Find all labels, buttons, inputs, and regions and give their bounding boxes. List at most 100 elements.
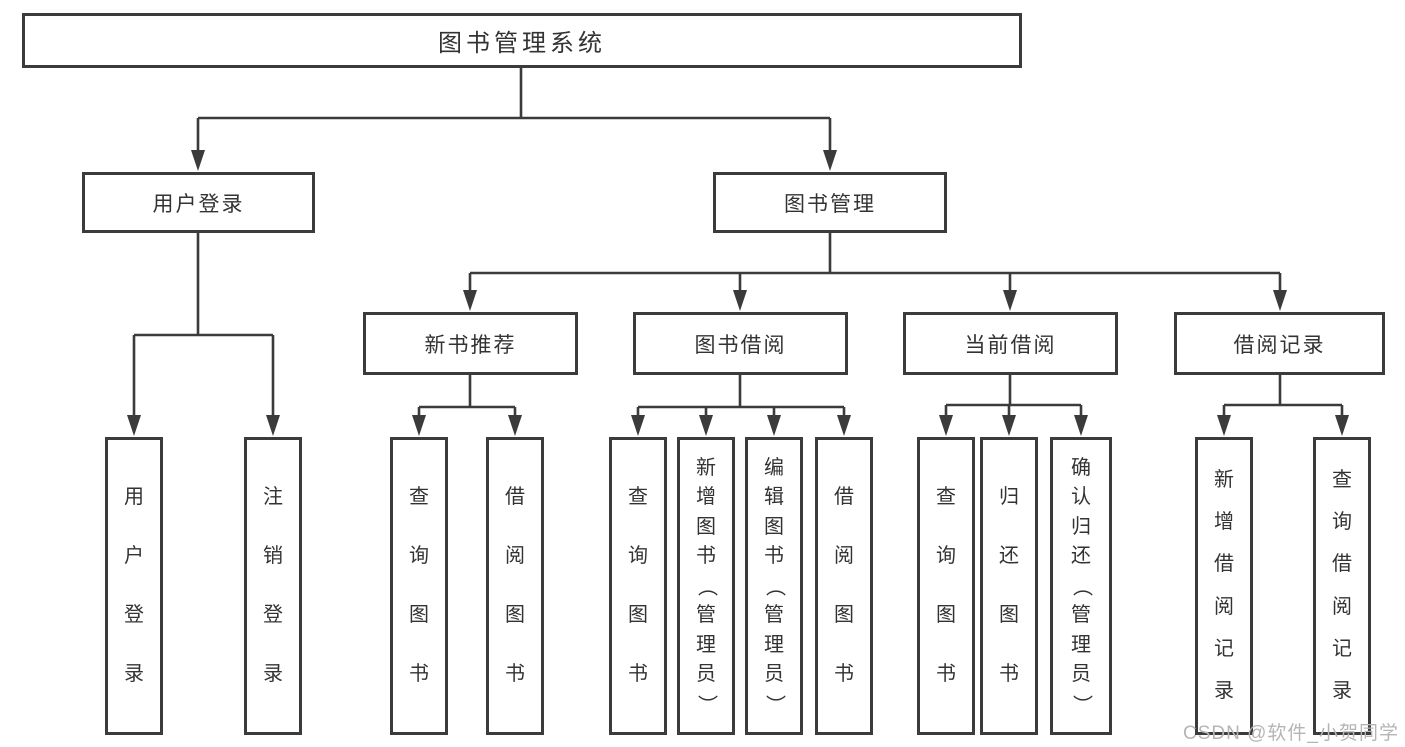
label-char: 管 xyxy=(764,604,784,626)
leaf-borrowing-query-books: 查询图书 xyxy=(609,437,667,735)
label-char: 还 xyxy=(999,545,1019,567)
label-char: 记 xyxy=(1214,637,1234,660)
leaf-borrowing-query-books-label: 查询图书 xyxy=(612,440,664,732)
label-char: （ xyxy=(763,576,786,596)
label-char: 借 xyxy=(505,486,525,508)
node-current-borrowing: 当前借阅 xyxy=(903,312,1118,375)
label-char: 认 xyxy=(1071,486,1091,508)
leaf-current-return-books-label: 归还图书 xyxy=(983,440,1035,732)
leaf-borrowing-borrow-books-label: 借阅图书 xyxy=(818,440,870,732)
label-char: 管 xyxy=(1071,604,1091,626)
leaf-current-query-books-label: 查询图书 xyxy=(920,440,972,732)
label-char: （ xyxy=(695,576,718,596)
label-char: 询 xyxy=(409,545,429,567)
label-char: 查 xyxy=(628,486,648,508)
label-char: 销 xyxy=(263,545,283,567)
label-char: 阅 xyxy=(505,545,525,567)
leaf-records-add-record: 新增借阅记录 xyxy=(1195,437,1253,735)
node-book-management-label: 图书管理 xyxy=(784,192,876,216)
label-char: 编 xyxy=(764,456,784,479)
label-char: 书 xyxy=(409,663,429,685)
node-new-book-recommend: 新书推荐 xyxy=(363,312,578,375)
label-char: ） xyxy=(1070,694,1093,714)
leaf-recommend-query-books: 查询图书 xyxy=(390,437,448,735)
label-char: 阅 xyxy=(834,545,854,567)
label-char: 图 xyxy=(696,515,716,538)
node-root: 图书管理系统 xyxy=(22,13,1022,68)
label-char: 员 xyxy=(1071,663,1091,685)
label-char: 书 xyxy=(505,663,525,685)
label-char: 图 xyxy=(999,604,1019,626)
leaf-current-query-books: 查询图书 xyxy=(917,437,975,735)
leaf-borrowing-edit-books-admin-label: 编辑图书 （ 管理员 ） xyxy=(748,440,800,732)
label-char: 确 xyxy=(1071,456,1091,479)
node-current-borrowing-label: 当前借阅 xyxy=(964,333,1057,357)
node-borrowing-records-label: 借阅记录 xyxy=(1233,333,1326,357)
watermark: CSDN @软件_小贺同学 xyxy=(1183,723,1399,744)
leaf-records-query-record: 查询借阅记录 xyxy=(1313,437,1371,735)
label-char: 理 xyxy=(764,633,784,656)
node-root-label: 图书管理系统 xyxy=(438,30,606,57)
leaf-records-add-record-label: 新增借阅记录 xyxy=(1198,440,1250,732)
label-char: 登 xyxy=(263,604,283,626)
label-char: ） xyxy=(763,694,786,714)
label-char: 询 xyxy=(936,545,956,567)
label-char: 户 xyxy=(124,545,144,567)
label-char: 录 xyxy=(263,663,283,685)
label-char: 阅 xyxy=(1214,595,1234,618)
label-char: ） xyxy=(695,694,718,714)
node-user-login: 用户登录 xyxy=(82,172,315,233)
label-char: 用 xyxy=(124,486,144,508)
label-char: 图 xyxy=(409,604,429,626)
leaf-borrowing-add-books-admin-label: 新增图书 （ 管理员 ） xyxy=(680,440,732,732)
label-char: 录 xyxy=(124,663,144,685)
label-char: 员 xyxy=(696,663,716,685)
label-char: 注 xyxy=(263,486,283,508)
leaf-recommend-borrow-books: 借阅图书 xyxy=(486,437,544,735)
label-char: 书 xyxy=(764,545,784,567)
node-book-borrowing-label: 图书借阅 xyxy=(694,333,787,357)
label-char: 书 xyxy=(936,663,956,685)
node-borrowing-records: 借阅记录 xyxy=(1174,312,1385,375)
label-char: 书 xyxy=(834,663,854,685)
node-book-management: 图书管理 xyxy=(713,172,947,233)
label-char: 查 xyxy=(409,486,429,508)
node-user-login-label: 用户登录 xyxy=(152,192,245,216)
label-char: 增 xyxy=(696,486,716,508)
leaf-recommend-borrow-books-label: 借阅图书 xyxy=(489,440,541,732)
label-char: 图 xyxy=(834,604,854,626)
node-new-book-recommend-label: 新书推荐 xyxy=(424,333,517,357)
label-char: 图 xyxy=(628,604,648,626)
label-char: 员 xyxy=(764,663,784,685)
label-char: 询 xyxy=(628,545,648,567)
label-char: 登 xyxy=(124,604,144,626)
label-char: 理 xyxy=(1071,633,1091,656)
label-char: 书 xyxy=(628,663,648,685)
label-char: 管 xyxy=(696,604,716,626)
leaf-current-confirm-return-admin: 确认归还（管理员） xyxy=(1050,437,1112,735)
label-char: 查 xyxy=(1332,469,1352,492)
label-char: （ xyxy=(1070,576,1093,596)
label-char: 书 xyxy=(696,545,716,567)
leaf-recommend-query-books-label: 查询图书 xyxy=(393,440,445,732)
leaf-borrowing-add-books-admin: 新增图书 （ 管理员 ） xyxy=(677,437,735,735)
label-char: 录 xyxy=(1332,679,1352,702)
leaf-borrowing-borrow-books: 借阅图书 xyxy=(815,437,873,735)
label-char: 新 xyxy=(696,456,716,479)
leaf-logout: 注销登录 xyxy=(244,437,302,735)
label-char: 理 xyxy=(696,633,716,656)
label-char: 图 xyxy=(764,515,784,538)
label-char: 询 xyxy=(1332,511,1352,534)
label-char: 归 xyxy=(999,486,1019,508)
label-char: 归 xyxy=(1071,515,1091,538)
leaf-logout-label: 注销登录 xyxy=(247,440,299,732)
label-char: 辑 xyxy=(764,486,784,508)
label-char: 记 xyxy=(1332,637,1352,660)
label-char: 借 xyxy=(1214,553,1234,576)
leaf-current-return-books: 归还图书 xyxy=(980,437,1038,735)
leaf-current-confirm-return-admin-label: 确认归还（管理员） xyxy=(1053,440,1109,732)
label-char: 录 xyxy=(1214,679,1234,702)
label-char: 借 xyxy=(1332,553,1352,576)
node-book-borrowing: 图书借阅 xyxy=(633,312,848,375)
